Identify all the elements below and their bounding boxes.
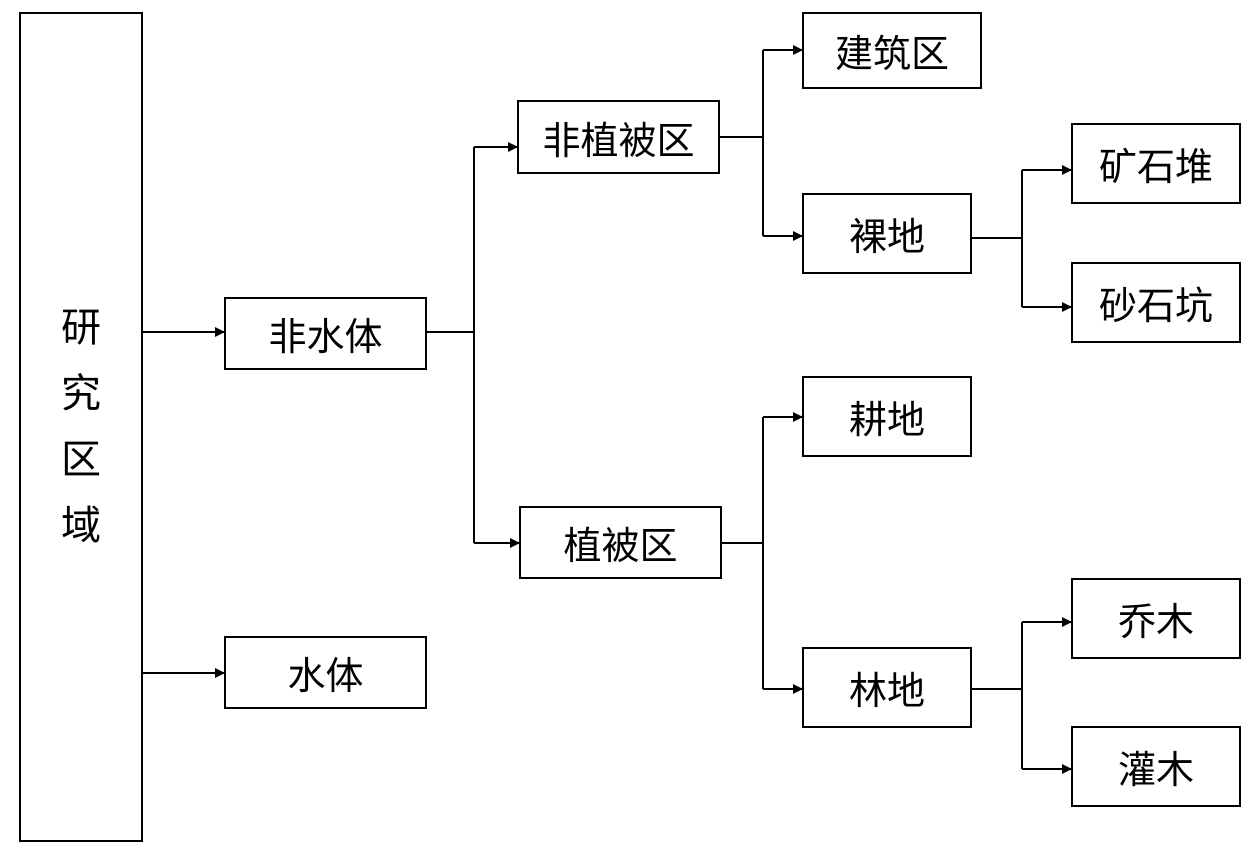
node-non-water: 非水体 bbox=[224, 297, 427, 370]
node-bare-land: 裸地 bbox=[802, 193, 972, 274]
study-area-char-3: 区 bbox=[61, 437, 101, 483]
node-shrubs: 灌木 bbox=[1071, 726, 1241, 807]
study-area-char-1: 研 bbox=[61, 305, 101, 351]
node-gravel-pit: 砂石坑 bbox=[1071, 262, 1241, 343]
study-area-char-4: 域 bbox=[61, 503, 101, 549]
node-water: 水体 bbox=[224, 636, 427, 709]
node-ore-heap: 矿石堆 bbox=[1071, 123, 1241, 204]
node-vegetation: 植被区 bbox=[519, 506, 722, 579]
study-area-char-2: 究 bbox=[61, 371, 101, 417]
node-trees: 乔木 bbox=[1071, 578, 1241, 659]
node-non-vegetation: 非植被区 bbox=[517, 100, 720, 174]
node-built-up: 建筑区 bbox=[802, 12, 982, 89]
node-cropland: 耕地 bbox=[802, 376, 972, 457]
node-forest: 林地 bbox=[802, 647, 972, 728]
node-study-area: 研 究 区 域 bbox=[19, 12, 143, 842]
